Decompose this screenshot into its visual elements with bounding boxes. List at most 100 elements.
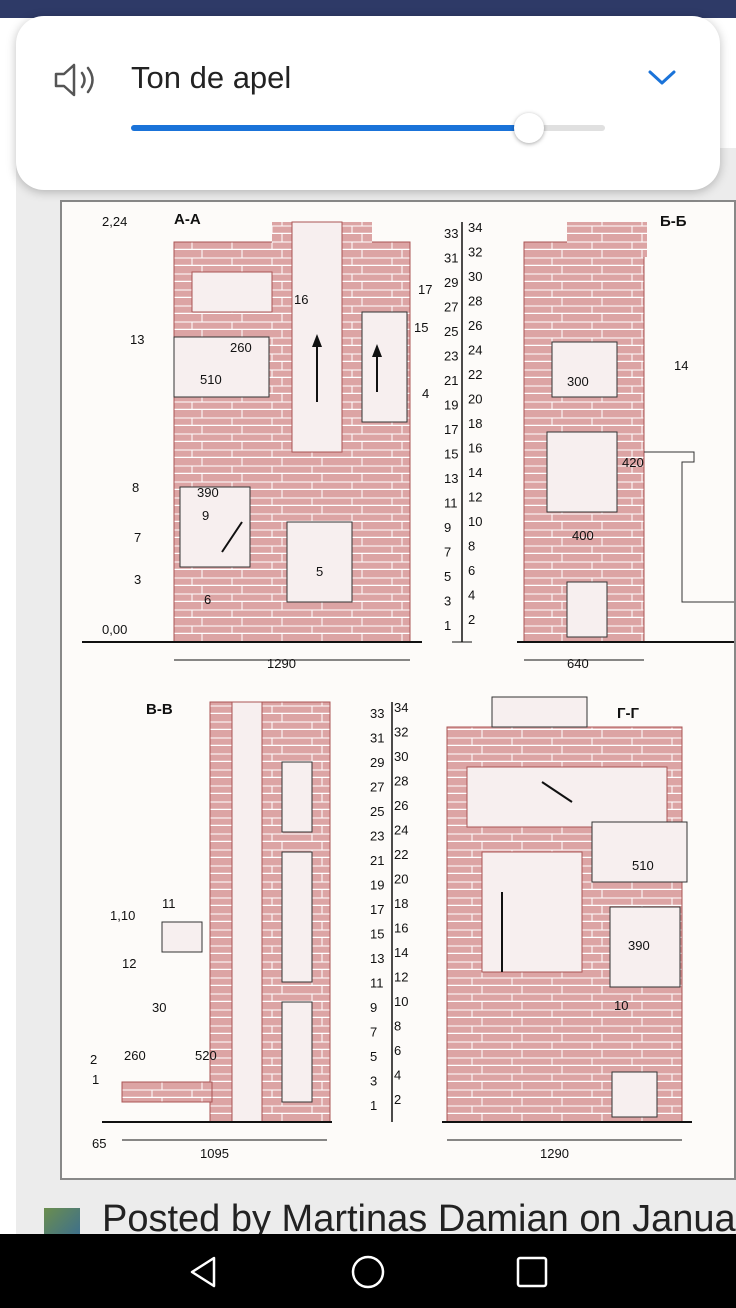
bottom-row-4: 4 (394, 1068, 401, 1083)
recents-icon[interactable] (510, 1250, 554, 1294)
elevation-top: 2,24 (102, 214, 127, 229)
bottom-row-20: 20 (394, 872, 408, 887)
top-row-29: 29 (444, 275, 458, 290)
top-row-20: 20 (468, 392, 482, 407)
home-icon[interactable] (346, 1250, 390, 1294)
bottom-row-14: 14 (394, 945, 408, 960)
callout-15: 15 (414, 320, 428, 335)
volume-panel: Ton de apel (16, 16, 720, 190)
callout-12: 12 (122, 956, 136, 971)
dim-510: 510 (200, 372, 222, 387)
dim-520: 520 (195, 1048, 217, 1063)
top-row-34: 34 (468, 220, 482, 235)
bottom-row-19: 19 (370, 878, 384, 893)
elevation-zero: 0,00 (102, 622, 127, 637)
system-navigation-bar (0, 1234, 736, 1308)
dim-width-g: 1290 (540, 1146, 569, 1161)
bottom-row-9: 9 (370, 1000, 377, 1015)
volume-slider-thumb[interactable] (514, 113, 545, 143)
blueprint-drawing: А-А Б-Б В-В Г-Г 2,24 0,00 1,10 1290 640 … (82, 211, 734, 1161)
bottom-row-7: 7 (370, 1025, 377, 1040)
top-row-6: 6 (468, 563, 475, 578)
dim-420: 420 (622, 455, 644, 470)
top-row-4: 4 (468, 588, 475, 603)
bottom-row-28: 28 (394, 774, 408, 789)
bottom-row-16: 16 (394, 921, 408, 936)
top-row-28: 28 (468, 294, 482, 309)
dim-width-b: 640 (567, 656, 589, 671)
stove-blueprint-image[interactable]: А-А Б-Б В-В Г-Г 2,24 0,00 1,10 1290 640 … (60, 200, 736, 1180)
row-scale-labels: 3331292725232119171513119753134323028262… (370, 220, 482, 1113)
callout-4: 4 (422, 386, 429, 401)
volume-slider[interactable] (131, 113, 605, 143)
bottom-row-29: 29 (370, 755, 384, 770)
bottom-row-10: 10 (394, 994, 408, 1009)
author-avatar[interactable] (44, 1208, 80, 1234)
row-scale-top (452, 222, 472, 643)
bottom-row-6: 6 (394, 1043, 401, 1058)
section-label-v: В-В (146, 701, 173, 718)
bottom-row-25: 25 (370, 804, 384, 819)
bottom-row-34: 34 (394, 700, 408, 715)
section-label-a: А-А (174, 211, 201, 228)
callout-8: 8 (132, 480, 139, 495)
chevron-down-icon[interactable] (644, 62, 680, 92)
section-v-v (102, 701, 332, 1141)
top-row-32: 32 (468, 245, 482, 260)
dim-510-g: 510 (632, 858, 654, 873)
top-row-8: 8 (468, 539, 475, 554)
bottom-row-17: 17 (370, 902, 384, 917)
bottom-row-24: 24 (394, 823, 408, 838)
bottom-row-30: 30 (394, 749, 408, 764)
speaker-icon[interactable] (52, 60, 100, 100)
top-row-17: 17 (444, 422, 458, 437)
top-row-26: 26 (468, 318, 482, 333)
top-row-1: 1 (444, 618, 451, 633)
top-row-31: 31 (444, 251, 458, 266)
dim-30: 30 (152, 1000, 166, 1015)
section-b-b (517, 222, 734, 661)
bottom-row-1: 1 (370, 1098, 377, 1113)
post-attribution-text[interactable]: Posted by Martinas Damian on Janua (102, 1198, 736, 1234)
callout-13: 13 (130, 332, 144, 347)
top-row-24: 24 (468, 343, 482, 358)
top-row-16: 16 (468, 441, 482, 456)
top-row-27: 27 (444, 300, 458, 315)
elevation-mid: 1,10 (110, 908, 135, 923)
bottom-row-18: 18 (394, 896, 408, 911)
top-row-19: 19 (444, 398, 458, 413)
bottom-row-5: 5 (370, 1049, 377, 1064)
back-icon[interactable] (182, 1250, 226, 1294)
top-row-2: 2 (468, 612, 475, 627)
top-row-18: 18 (468, 416, 482, 431)
bottom-row-32: 32 (394, 725, 408, 740)
dim-260-v: 260 (124, 1048, 146, 1063)
bottom-row-13: 13 (370, 951, 384, 966)
status-bar (0, 0, 736, 18)
post-attribution: Posted by Martinas Damian on Janua (44, 1198, 736, 1234)
callout-5: 5 (316, 564, 323, 579)
top-row-33: 33 (444, 226, 458, 241)
callout-11: 11 (162, 896, 176, 911)
bottom-row-15: 15 (370, 927, 384, 942)
dim-400: 400 (572, 528, 594, 543)
bottom-row-8: 8 (394, 1019, 401, 1034)
callout-16: 16 (294, 292, 308, 307)
bottom-row-26: 26 (394, 798, 408, 813)
callout-1: 1 (92, 1072, 99, 1087)
bottom-row-22: 22 (394, 847, 408, 862)
top-row-22: 22 (468, 367, 482, 382)
section-label-g: Г-Г (617, 705, 639, 722)
callout-14: 14 (674, 358, 688, 373)
callout-7: 7 (134, 530, 141, 545)
bottom-row-3: 3 (370, 1074, 377, 1089)
callout-6: 6 (204, 592, 211, 607)
callout-17: 17 (418, 282, 432, 297)
bottom-row-27: 27 (370, 780, 384, 795)
top-row-11: 11 (444, 496, 458, 511)
bottom-row-11: 11 (370, 976, 384, 991)
volume-stream-title: Ton de apel (131, 60, 292, 95)
section-label-b: Б-Б (660, 213, 687, 230)
top-row-30: 30 (468, 269, 482, 284)
top-row-3: 3 (444, 594, 451, 609)
